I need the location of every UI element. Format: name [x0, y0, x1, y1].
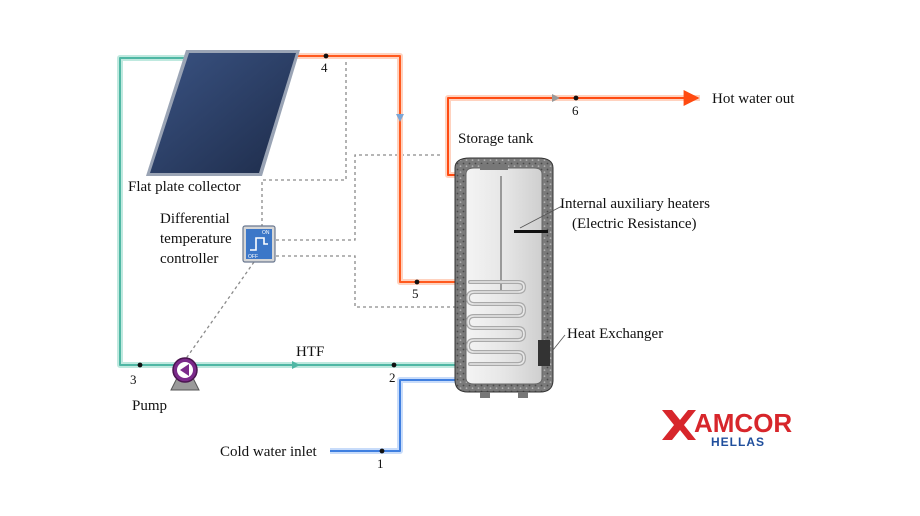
point-1: 1	[377, 456, 384, 471]
cold-water-pipe	[330, 377, 460, 454]
htf-label: HTF	[296, 344, 324, 360]
point-5: 5	[412, 286, 419, 301]
logo-sub: HELLAS	[711, 435, 765, 449]
point-3: 3	[130, 372, 137, 387]
controller-on-label: ON	[262, 230, 270, 236]
wire-tank-bottom-sensor	[270, 255, 455, 308]
wire-collector-sensor	[261, 56, 347, 228]
controller-label-line2: temperature	[160, 231, 232, 247]
pump-label: Pump	[132, 398, 167, 414]
controller-label-line3: controller	[160, 251, 218, 267]
storage-tank	[454, 157, 554, 398]
htf-return-pipe	[117, 55, 455, 369]
amcor-logo: AMCOR HELLAS	[662, 408, 792, 449]
logo-brand: AMCOR	[694, 408, 792, 438]
point-6: 6	[572, 103, 579, 118]
point-4: 4	[321, 60, 328, 75]
electric-resistance-heater	[514, 230, 548, 233]
cold-water-label: Cold water inlet	[220, 444, 317, 460]
amcor-mark-icon	[662, 410, 696, 440]
storage-tank-label: Storage tank	[458, 131, 534, 147]
controller-off-label: OFF	[248, 254, 258, 260]
anode-rod	[500, 176, 502, 294]
pump-icon	[170, 357, 200, 391]
controller-label-line1: Differential	[160, 211, 230, 227]
flat-plate-collector	[146, 50, 300, 176]
heaters-label-line2: (Electric Resistance)	[572, 216, 697, 232]
temperature-controller: ON OFF	[242, 225, 276, 263]
heat-exchanger-coil	[465, 280, 527, 366]
switch-icon	[250, 237, 268, 251]
heat-exchanger-label: Heat Exchanger	[567, 326, 663, 342]
point-markers	[137, 53, 579, 454]
collector-label: Flat plate collector	[128, 179, 240, 195]
wire-pump	[184, 261, 255, 361]
hot-water-label: Hot water out	[712, 91, 795, 107]
hot-supply-pipe	[295, 53, 465, 285]
heaters-label-line1: Internal auxiliary heaters	[560, 196, 710, 212]
point-2: 2	[389, 370, 396, 385]
leader-lines	[519, 205, 566, 351]
heat-exchanger-flange	[538, 340, 550, 366]
wire-tank-top-sensor	[270, 154, 440, 241]
